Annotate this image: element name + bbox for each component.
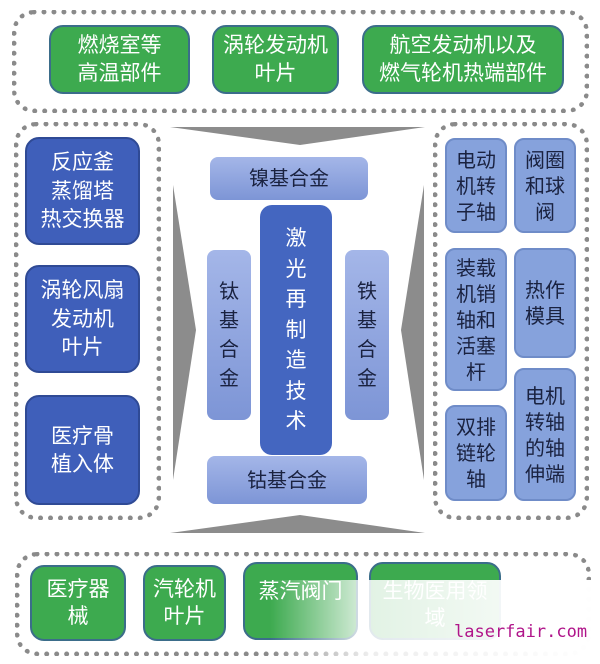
up-arrow-icon [170, 515, 425, 533]
left-arrow-icon [401, 185, 424, 480]
right-arrow-icon [173, 185, 196, 480]
right-box-2: 阀圈和球阀 [514, 138, 576, 233]
left-box-2: 涡轮风扇 发动机 叶片 [25, 265, 140, 373]
top-box-3: 航空发动机以及 燃气轮机热端部件 [362, 25, 564, 94]
cobalt-alloy: 钴基合金 [207, 456, 367, 504]
top-box-1: 燃烧室等 高温部件 [49, 25, 190, 94]
bottom-box-1: 医疗器械 [30, 565, 126, 641]
right-application-group [433, 122, 589, 520]
left-box-3: 医疗骨 植入体 [25, 395, 140, 505]
right-box-5: 双排链轮轴 [445, 405, 507, 501]
laser-remanufacturing-core: 激光再制造技术 [260, 205, 332, 455]
down-arrow-icon [170, 127, 425, 145]
bottom-box-2: 汽轮机 叶片 [143, 565, 226, 641]
iron-alloy: 铁基合金 [345, 250, 389, 420]
left-application-group [14, 122, 161, 520]
nickel-alloy: 镍基合金 [210, 157, 368, 200]
right-box-1: 电动机转子轴 [445, 138, 507, 233]
watermark: laserfair.com [454, 622, 588, 642]
left-box-1: 反应釜 蒸馏塔 热交换器 [25, 137, 140, 245]
titanium-alloy: 钛基合金 [207, 250, 251, 420]
right-box-4: 热作模具 [514, 248, 576, 358]
watermark-fade [270, 580, 600, 660]
right-box-6: 电机转轴的轴伸端 [514, 368, 576, 501]
right-box-3: 装载机销轴和活塞杆 [445, 248, 507, 391]
top-application-group [12, 10, 589, 113]
top-box-2: 涡轮发动机 叶片 [212, 25, 339, 94]
